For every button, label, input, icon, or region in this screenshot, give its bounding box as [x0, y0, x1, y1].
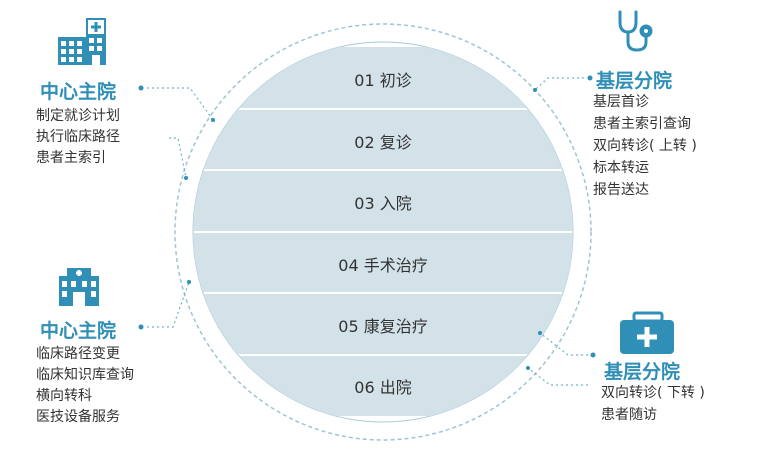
top-right-title: 基层分院 — [596, 70, 673, 92]
step-label-5: 05 康复治疗 — [338, 317, 428, 336]
connector-top-left-2 — [169, 137, 187, 179]
bottom-left-item: 临床路径变更 — [36, 346, 120, 362]
step-label-1: 01 初诊 — [354, 71, 412, 90]
top-right-item: 报告送达 — [593, 182, 649, 198]
connector-dot — [184, 176, 188, 180]
connector-dot — [187, 280, 191, 284]
connector-dot — [590, 352, 596, 358]
step-label-6: 06 出院 — [354, 378, 412, 397]
step-label-3: 03 入院 — [354, 194, 412, 213]
step-band-5 — [193, 294, 573, 354]
bottom-right-item: 双向转诊( 下转 ) — [601, 385, 705, 401]
step-band-4 — [193, 233, 573, 292]
connectors — [147, 77, 588, 386]
connector-dot — [526, 366, 530, 370]
medical-kit-icon — [620, 311, 674, 354]
top-right-item: 标本转运 — [593, 160, 649, 176]
connector-top-left — [147, 87, 214, 121]
connector-top-right — [534, 77, 584, 91]
top-right-item: 患者主索引查询 — [593, 116, 691, 132]
connector-dots — [138, 75, 596, 370]
connector-bottom-right-1 — [539, 332, 588, 356]
connector-dot — [138, 324, 144, 330]
hospital-icon — [59, 268, 99, 306]
step-label-2: 02 复诊 — [354, 133, 412, 152]
top-left-item: 执行临床路径 — [36, 129, 120, 145]
step-band-3 — [193, 171, 573, 231]
top-left-item: 制定就诊计划 — [36, 108, 120, 124]
bottom-left-item: 临床知识库查询 — [36, 367, 134, 383]
stethoscope-icon — [618, 10, 653, 52]
hospital-building-icon — [58, 18, 106, 65]
top-right-item: 基层首诊 — [593, 94, 649, 110]
step-band-2 — [193, 110, 573, 169]
step-label-4: 04 手术治疗 — [338, 256, 428, 275]
connector-dot — [587, 75, 593, 81]
connector-dot — [211, 118, 215, 122]
outer-dashed-ring — [174, 23, 592, 441]
top-left-item: 患者主索引 — [36, 150, 106, 166]
bottom-right-item: 患者随访 — [601, 407, 657, 423]
step-bands — [193, 47, 573, 416]
top-right-item: 双向转诊( 上转 ) — [593, 138, 697, 154]
bottom-right-title: 基层分院 — [604, 361, 681, 383]
connector-bottom-left — [147, 281, 190, 328]
top-left-title: 中心主院 — [40, 81, 117, 103]
connector-dot — [538, 331, 542, 335]
connector-dot — [533, 88, 537, 92]
bottom-left-title: 中心主院 — [40, 320, 117, 342]
connector-dot — [138, 85, 144, 91]
bottom-left-item: 横向转科 — [36, 388, 92, 404]
connector-bottom-right-2 — [527, 367, 588, 386]
bottom-left-item: 医技设备服务 — [36, 409, 120, 425]
